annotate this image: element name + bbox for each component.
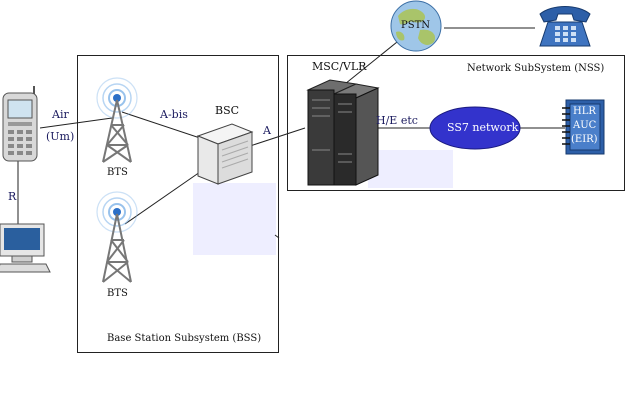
bts-tower-icon-bottom [96,191,138,283]
bsc-server-icon [196,123,254,185]
air-interface-label: Air [52,108,69,121]
a-interface-label: A [263,124,271,137]
abis-link-bottom-line [124,171,201,225]
r-interface-label: R [8,190,17,203]
shade-region-bss [193,183,276,255]
auc-label: AUC [573,120,597,131]
hlr-label: HLR [573,106,596,117]
bss-edge-tick [274,234,280,239]
abis-interface-label: A-bis [160,108,188,121]
bts-label-top: BTS [107,167,128,178]
nss-box [287,55,625,191]
telephone-icon [539,6,591,47]
msc-pstn-link-line [339,37,403,89]
um-interface-label: (Um) [46,130,75,143]
ss7-network-ellipse [429,106,521,150]
hlr-database-book-icon [562,99,605,155]
abis-link-top-line [121,111,201,139]
he-etc-label: H/E etc [376,114,418,127]
shade-region-nss [368,150,453,188]
bss-title-label: Base Station Subsystem (BSS) [107,333,262,344]
bsc-label: BSC [215,104,240,117]
ss7-network-label: SS7 network [447,121,519,134]
eir-label: (EIR) [571,134,598,145]
bts-tower-icon-top [96,77,138,163]
air-link-line [39,117,113,129]
computer-terminal-icon [0,223,51,273]
bts-label-bottom: BTS [107,288,128,299]
mobile-phone-icon [2,86,38,162]
bss-box [77,55,279,353]
a-link-line [249,127,306,147]
pstn-globe-icon [390,0,442,52]
nss-title-label: Network SubSystem (NSS) [467,63,605,74]
msc-rack-icon [306,79,380,186]
pstn-label: PSTN [401,20,430,31]
msc-vlr-label: MSC/VLR [312,60,367,73]
